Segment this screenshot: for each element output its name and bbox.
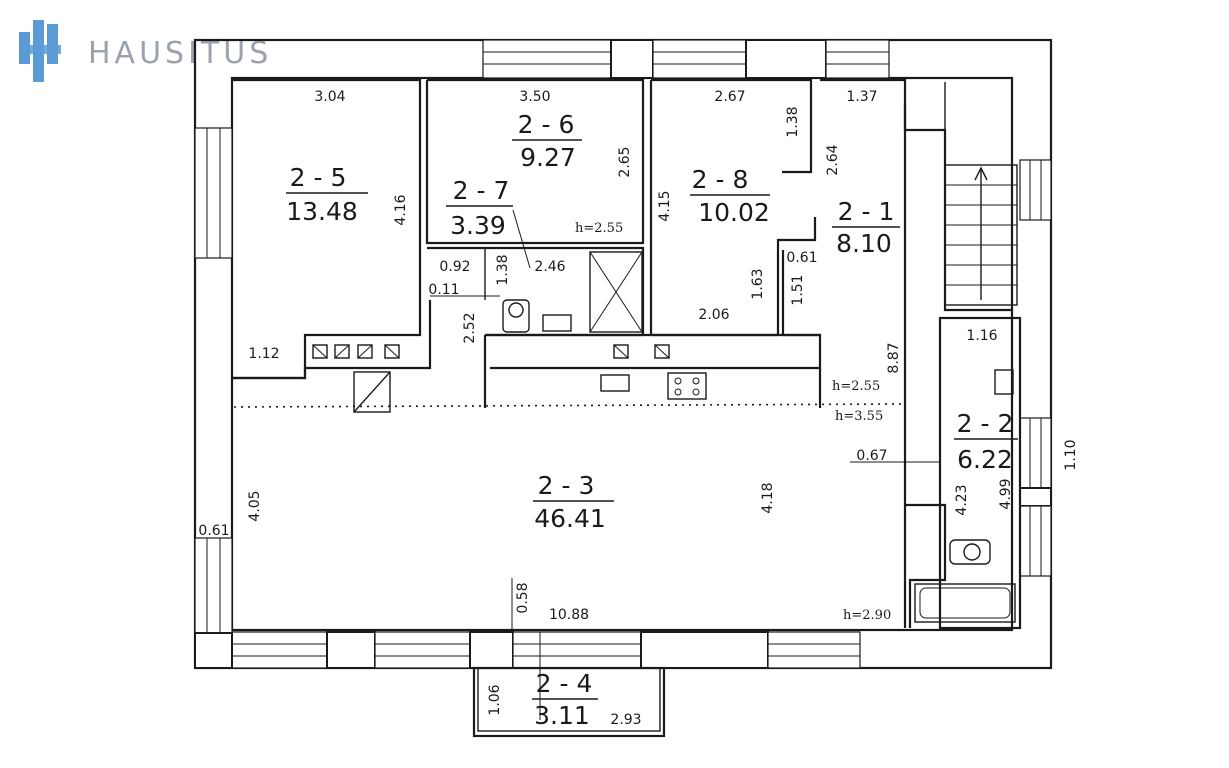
dimension: 2.52	[462, 312, 478, 343]
room-id: 2 - 7	[453, 176, 510, 205]
kitchen-sink-icon	[600, 374, 630, 392]
dimension: 3.04	[314, 89, 345, 105]
bathroom-sink-icon	[994, 369, 1014, 395]
dimension: 0.11	[428, 282, 459, 298]
room-2-7: 2 - 7 3.39	[446, 176, 513, 240]
room-area: 10.02	[698, 198, 770, 227]
room-2-3: 2 - 3 46.41	[533, 471, 614, 533]
dimension: 1.06	[487, 684, 503, 715]
toilet-icon	[502, 299, 530, 333]
dimension: 4.15	[657, 190, 673, 221]
dimension: 0.92	[439, 259, 470, 275]
bathroom-toilet-icon	[949, 539, 991, 565]
room-2-2: 2 - 2 6.22	[954, 409, 1018, 474]
dimension: 0.61	[786, 250, 817, 266]
leader-lines	[430, 209, 940, 720]
chimney-icon	[353, 371, 391, 413]
ceiling-height: h=2.90	[843, 608, 891, 623]
balcony	[472, 666, 666, 738]
ceiling-height-divider	[233, 403, 906, 408]
room-2-1: 2 - 1 8.10	[832, 197, 900, 258]
dimension-labels: 3.04 3.50 2.67 1.37 1.38 2.65 2.64 4.16 …	[198, 89, 1079, 728]
dimension: 8.87	[886, 342, 902, 373]
dimension: 1.12	[248, 346, 279, 362]
stove-icon	[667, 372, 707, 400]
ceiling-height: h=3.55	[835, 409, 883, 424]
dimension: 2.65	[617, 146, 633, 177]
dimension: 4.16	[393, 194, 409, 225]
room-id: 2 - 1	[838, 197, 895, 226]
dimension: 3.50	[519, 89, 550, 105]
room-area: 46.41	[534, 504, 606, 533]
room-id: 2 - 8	[692, 165, 749, 194]
room-area: 3.11	[534, 701, 590, 730]
room-area: 8.10	[836, 229, 892, 258]
staircase	[944, 164, 1018, 306]
room-labels: 2 - 5 13.48 2 - 6 9.27 2 - 7 3.39 2 - 8 …	[286, 110, 1018, 730]
room-id: 2 - 5	[290, 163, 347, 192]
interior-walls	[232, 78, 1022, 630]
dimension: 1.63	[750, 268, 766, 299]
dimension: 1.38	[785, 106, 801, 137]
top-windows	[482, 39, 890, 79]
room-id: 2 - 2	[957, 409, 1014, 438]
bottom-windows	[194, 631, 861, 669]
dimension: 1.38	[495, 254, 511, 285]
bathtub-icon	[914, 583, 1016, 623]
room-id: 2 - 6	[518, 110, 575, 139]
dimension: 0.67	[856, 448, 887, 464]
dimension: 2.06	[698, 307, 729, 323]
ceiling-height: h=2.55	[832, 379, 880, 394]
room-area: 9.27	[520, 143, 576, 172]
brand-name: HAUSITUS	[88, 36, 272, 71]
room-area: 6.22	[957, 445, 1013, 474]
room-2-8: 2 - 8 10.02	[690, 165, 770, 227]
dimension: 4.05	[247, 490, 263, 521]
fixtures	[312, 251, 1016, 623]
vent-icons	[312, 344, 670, 359]
logo-mark-icon	[19, 20, 61, 82]
dimension: 2.67	[714, 89, 745, 105]
dimension: 10.88	[549, 607, 589, 623]
room-2-4: 2 - 4 3.11	[532, 669, 598, 730]
dimension: 2.93	[610, 712, 641, 728]
dimension: 1.10	[1063, 439, 1079, 470]
dimension: 2.46	[534, 259, 565, 275]
dimension: 1.51	[790, 274, 806, 305]
dimension: 2.64	[825, 144, 841, 175]
sink-icon	[542, 314, 572, 332]
room-area: 13.48	[286, 197, 358, 226]
room-id: 2 - 3	[538, 471, 595, 500]
brand-logo: HAUSITUS	[19, 20, 272, 82]
ceiling-height: h=2.55	[575, 221, 623, 236]
dimension: 4.99	[998, 478, 1014, 509]
dimension: 4.23	[954, 484, 970, 515]
dimension: 1.37	[846, 89, 877, 105]
room-area: 3.39	[450, 211, 506, 240]
dimension: 0.61	[198, 523, 229, 539]
dimension: 1.16	[966, 328, 997, 344]
room-2-5: 2 - 5 13.48	[286, 163, 368, 226]
ceiling-height-labels: h=2.55 h=2.55 h=3.55 h=2.90	[575, 221, 891, 623]
right-windows	[1019, 159, 1052, 577]
dimension: 0.58	[515, 582, 531, 613]
left-windows	[194, 127, 233, 634]
room-id: 2 - 4	[536, 669, 593, 698]
dimension: 4.18	[760, 482, 776, 513]
room-2-6: 2 - 6 9.27	[512, 110, 582, 172]
